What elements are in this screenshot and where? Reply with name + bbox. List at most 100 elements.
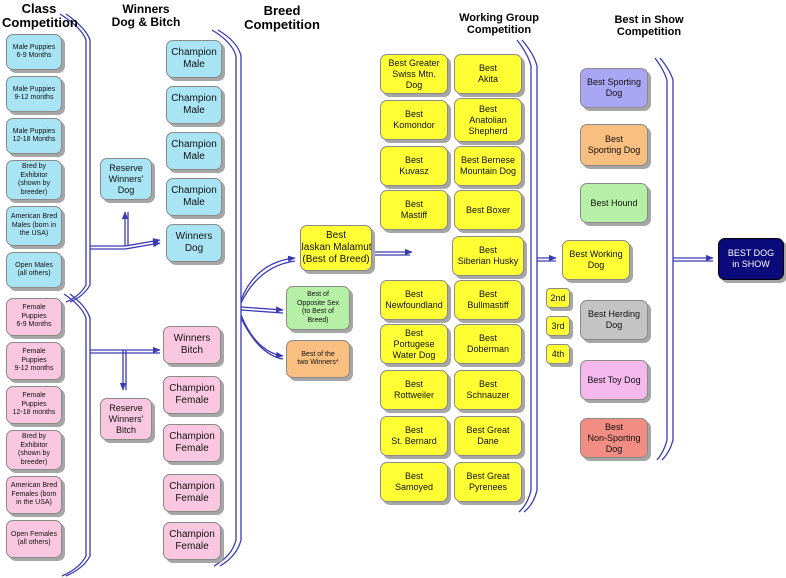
box-line: Female xyxy=(175,541,209,552)
header-working-line2: Competition xyxy=(466,24,532,37)
box-line: (shown by xyxy=(18,450,50,457)
box-line: Schnauzer xyxy=(466,390,510,400)
best-doberman: Best Doberman xyxy=(454,324,522,364)
box-line: Champion xyxy=(169,481,215,492)
header-breed-line2: Competition xyxy=(244,17,320,33)
box-line: 4th xyxy=(551,348,565,359)
best-bullmastiff: Best Bullmastiff xyxy=(454,280,522,320)
best-great-dane: Best Great Dane xyxy=(454,416,522,456)
best-komondor: Best Komondor xyxy=(380,100,448,140)
header-winners: Winners Dog & Bitch xyxy=(106,2,186,30)
box-line: Best Greater xyxy=(388,57,440,68)
box-line: Rottweiler xyxy=(393,390,434,400)
best-schnauzer: Best Schnauzer xyxy=(454,370,522,410)
box-line: Champion xyxy=(169,431,215,442)
header-breed: Breed Competition xyxy=(244,3,320,33)
box-line: Best xyxy=(404,109,423,119)
box-line: Male xyxy=(183,197,205,208)
class-female-puppies-12-18: Female Puppies 12-18 months xyxy=(6,386,62,424)
champion-female-3: Champion Female xyxy=(163,474,221,512)
box-line: Best xyxy=(478,245,497,255)
class-male-puppies-6-9: Male Puppies 6-9 Months xyxy=(6,34,62,70)
box-line: 9-12 months xyxy=(14,94,54,101)
best-of-opposite-sex: Best of Opposite Sex (to Best of Breed) xyxy=(286,286,350,330)
placement-2nd: 2nd xyxy=(546,288,570,308)
box-line: Female xyxy=(175,443,209,454)
class-male-open: Open Males (all others) xyxy=(6,252,62,288)
box-line: Bred by xyxy=(21,163,47,170)
best-greater-swiss-mtn-dog: Best Greater Swiss Mtn. Dog xyxy=(380,54,448,94)
box-line: Best Toy Dog xyxy=(587,374,641,385)
box-line: (shown by xyxy=(18,180,50,187)
header-bis-line2: Competition xyxy=(616,26,682,39)
box-line: Puppies xyxy=(21,356,47,364)
header-class-competition: Class Competition xyxy=(2,1,78,31)
header-winners-line2: Dog & Bitch xyxy=(111,15,181,30)
box-line: (all others) xyxy=(17,270,51,277)
header-working-line1: Working Group xyxy=(459,12,539,24)
box-line: Best xyxy=(404,379,423,389)
box-line: Best xyxy=(478,333,497,343)
class-male-puppies-12-18: Male Puppies 12-18 Months xyxy=(6,118,62,154)
placement-4th: 4th xyxy=(546,344,570,364)
box-line: Winners xyxy=(173,333,211,344)
box-line: (Best of Breed) xyxy=(302,254,370,265)
box-line: Champion xyxy=(171,185,217,196)
class-male-bred-by-exhibitor: Bred by Exhibitor (shown by breeder) xyxy=(6,160,62,200)
box-line: Female xyxy=(22,304,46,312)
box-line: Best Working xyxy=(569,249,623,259)
box-line: Female xyxy=(175,493,209,504)
box-line: Open Females xyxy=(11,530,57,538)
best-siberian-husky: Best Siberian Husky xyxy=(452,236,524,276)
class-female-puppies-6-9: Female Puppies 6-9 Months xyxy=(6,298,62,336)
box-line: Best xyxy=(604,134,623,144)
box-line: 3rd xyxy=(551,320,565,331)
box-line: American Bred xyxy=(10,213,58,221)
best-sporting-dog-purple: Best Sporting Dog xyxy=(580,68,648,108)
box-line: Best xyxy=(478,289,497,299)
box-line: Best xyxy=(404,471,423,481)
best-non-sporting-dog: Best Non-Sporting Dog xyxy=(580,418,648,458)
box-line: 9-12 months xyxy=(14,365,54,373)
box-line: Female xyxy=(175,395,209,406)
box-line: Best Sporting xyxy=(586,77,642,87)
box-line: Sporting Dog xyxy=(587,145,641,155)
class-male-puppies-9-12: Male Puppies 9-12 months xyxy=(6,76,62,112)
box-line: 2nd xyxy=(550,292,566,303)
box-line: 6-9 Months xyxy=(16,52,52,59)
box-line: BEST DOG xyxy=(727,248,775,258)
box-line: Komondor xyxy=(393,120,435,130)
box-line: Best Herding xyxy=(587,309,641,319)
champion-female-4: Champion Female xyxy=(163,522,221,560)
box-line: Opposite Sex xyxy=(296,299,340,307)
box-line: Best xyxy=(404,155,423,165)
winners-dog: Winners Dog xyxy=(166,224,222,262)
box-line: Female xyxy=(22,392,46,400)
box-line: Champion xyxy=(171,139,217,150)
best-akita: Best Akita xyxy=(454,54,522,94)
box-line: Male xyxy=(183,59,205,70)
box-line: Female xyxy=(22,348,46,356)
best-st-bernard: Best St. Bernard xyxy=(380,416,448,456)
box-line: Best Boxer xyxy=(465,204,511,215)
best-of-breed: Best Alaskan Malamute (Best of Breed) xyxy=(300,225,372,271)
box-line: St. Bernard xyxy=(391,436,437,446)
box-line: Best of xyxy=(307,291,329,298)
box-line: Best Great xyxy=(466,471,510,481)
box-line: Winners xyxy=(175,231,213,242)
box-line: Water Dog xyxy=(392,349,436,360)
box-line: the USA) xyxy=(19,230,49,238)
best-dog-in-show: BEST DOG in SHOW xyxy=(718,238,784,280)
box-line: Winners' xyxy=(108,173,144,184)
best-anatolian-shepherd: Best Anatolian Shepherd xyxy=(454,98,522,142)
box-line: breeder) xyxy=(20,458,48,466)
box-line: Reserve xyxy=(109,402,143,413)
box-line: Anatolian xyxy=(469,114,507,125)
best-boxer: Best Boxer xyxy=(454,190,522,230)
winners-bitch: Winners Bitch xyxy=(163,326,221,364)
box-line: Best xyxy=(404,425,423,435)
box-line: Shepherd xyxy=(468,125,508,136)
best-herding-dog: Best Herding Dog xyxy=(580,300,648,340)
box-line: Male xyxy=(183,105,205,116)
